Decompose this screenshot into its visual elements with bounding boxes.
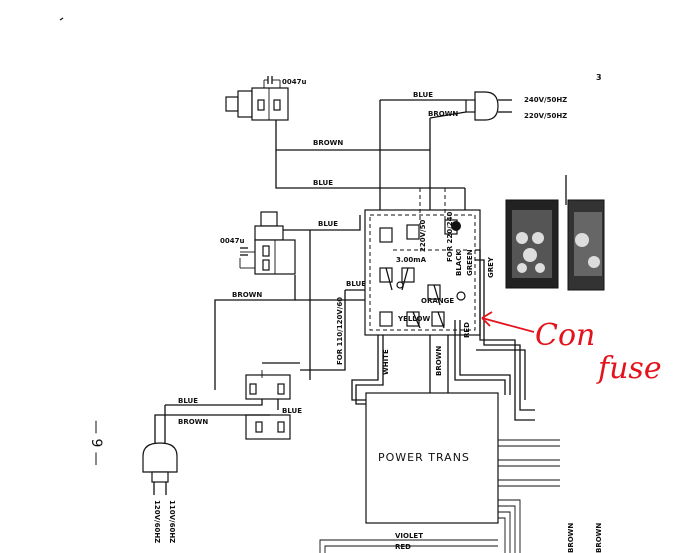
label-grey: GREY: [487, 256, 495, 278]
label-red-bottom: RED: [395, 543, 411, 551]
wire-brown-2: BROWN: [313, 139, 343, 147]
label-brown-right-1: BROWN: [567, 523, 575, 553]
label-yellow: YELLOW: [397, 315, 430, 323]
plug-bottom: [142, 442, 178, 495]
capacitor-mid: [239, 247, 255, 269]
page-number-top: 3: [596, 73, 602, 82]
board-photo-1: [505, 199, 559, 289]
plug-top: [465, 91, 512, 121]
cap-top-label: 0047u: [282, 78, 306, 86]
wire-brown-4: BROWN: [178, 418, 208, 426]
cap-mid-label: 0047u: [220, 237, 244, 245]
lower-switch-1: [245, 362, 300, 400]
label-orange: ORANGE: [421, 297, 454, 305]
wire-brown-1: BROWN: [428, 110, 458, 118]
handwritten-annotation: Con fuse: [481, 311, 662, 386]
label-for-220-240: FOR 220/240: [446, 212, 454, 262]
power-transformer: [319, 392, 560, 553]
label-white: WHITE: [382, 349, 390, 375]
label-violet: VIOLET: [395, 532, 423, 540]
label-brown-vertical: BROWN: [435, 346, 443, 376]
switch-label: 3.00mA: [396, 256, 427, 264]
label-black: BLACK: [455, 250, 463, 276]
board-to-transformer-wires: [351, 249, 535, 421]
wire-blue-6: BLUE: [282, 407, 302, 415]
annotation-con: Con: [535, 318, 595, 353]
board-photo-2: [565, 175, 605, 291]
lower-switch-2: [245, 414, 291, 440]
middle-wires: [214, 215, 375, 390]
wire-blue-2: BLUE: [313, 179, 333, 187]
top-switch: [225, 87, 289, 121]
label-220-50: 220V/50: [419, 220, 427, 252]
capacitor-top: [263, 76, 281, 88]
middle-switch: [254, 211, 296, 275]
annotation-fuse: fuse: [596, 351, 662, 386]
plug-top-240: 240V/50HZ: [524, 96, 567, 104]
wire-blue-1: BLUE: [413, 91, 433, 99]
wire-blue-4: BLUE: [346, 280, 366, 288]
plug-top-220: 220V/50HZ: [524, 112, 567, 120]
label-green: GREEN: [466, 249, 474, 276]
wire-brown-3: BROWN: [232, 291, 262, 299]
lower-wires: [154, 399, 279, 443]
label-for-110: FOR 110/120V/60: [336, 297, 344, 365]
scan-mark: [59, 17, 64, 21]
plug-bottom-120: 120V/60HZ: [153, 500, 161, 543]
top-wires: [258, 99, 467, 225]
label-brown-right-2: BROWN: [595, 523, 603, 553]
label-power-trans: POWER TRANS: [378, 451, 470, 464]
label-red: RED: [463, 322, 471, 338]
page-number-side: — 9 —: [88, 420, 104, 466]
wire-blue-3: BLUE: [318, 220, 338, 228]
plug-bottom-110: 110V/60HZ: [168, 500, 176, 543]
wire-blue-5: BLUE: [178, 397, 198, 405]
